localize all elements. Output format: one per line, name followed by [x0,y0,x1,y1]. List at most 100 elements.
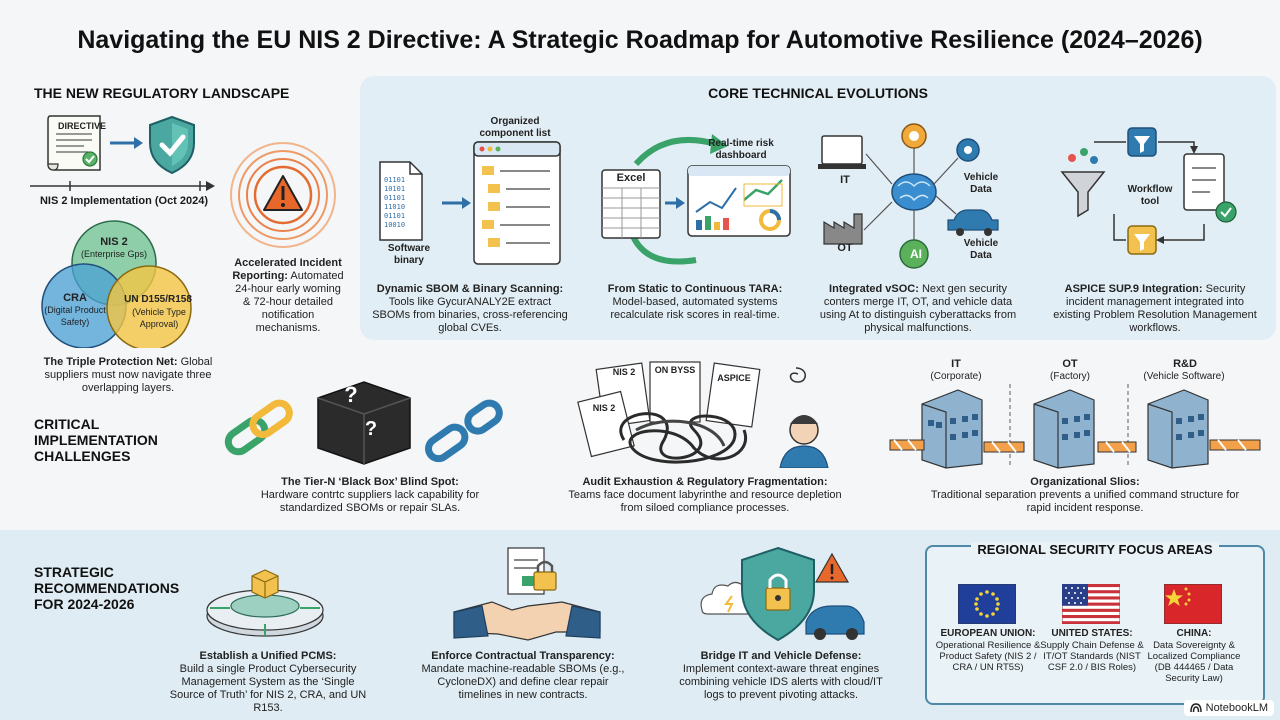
black-box-question-2: ? [364,418,378,440]
pcms-text: Build a single Product Cybersecurity Man… [169,663,367,714]
venn-cra-title: CRA [63,292,87,304]
audit-doc-nis2-a: NIS 2 [612,367,636,377]
silos-title: Organizational Slios: [1030,476,1140,488]
aspice-text: Security incident management integrated … [1053,283,1257,334]
audit-documents-tangle-icon [577,361,829,468]
vsoc-vehicle-data-label-2: Vehicle Data [963,238,999,261]
silo-ot-title: OT [1062,358,1078,370]
incident-reporting-title: Accelerated Incident Reporting: [232,257,342,282]
contract-title: Enforce Contractual Transparency: [431,650,615,662]
shield-check-icon [149,115,195,175]
svg-text:10101: 10101 [384,185,405,193]
svg-text:10010: 10010 [384,221,405,229]
recommendations-heading-line-3: FOR 2024-2026 [34,596,135,612]
vsoc-caption: Integrated vSOC: Next gen security conte… [816,283,1020,335]
recommendations-heading-line-1: STRATEGIC [34,564,114,580]
alert-rings-icon [230,142,336,248]
bridge-title: Bridge IT and Vehicle Defense: [700,650,862,662]
handshake-contract-icon [453,547,601,641]
svg-text:01101: 01101 [384,176,405,184]
eu-text: Operational Resilience & Product Safety … [935,640,1041,673]
recommendations-heading: STRATEGIC RECOMMENDATIONS FOR 2024-2026 [34,564,179,612]
tara-text: Model-based, automated systems recalcula… [610,296,780,321]
svg-text:01101: 01101 [384,194,405,202]
silo-ot-sub: (Factory) [1050,371,1090,382]
aspice-workflow-icon [1060,127,1237,255]
eu-flag-icon [958,584,1016,624]
black-box-chain-icon [224,381,503,465]
regional-heading-text: REGIONAL SECURITY FOCUS AREAS [971,542,1219,557]
audit-doc-nis2-b: NIS 2 [592,403,616,413]
vsoc-ai-label: AI [910,247,922,261]
challenges-heading-line-1: CRITICAL [34,416,100,432]
arrow-right-icon [442,197,471,209]
component-list-window-icon [473,141,561,265]
bridge-caption: Bridge IT and Vehicle Defense: Implement… [668,650,894,702]
silo-rd-sub: (Vehicle Software) [1143,371,1225,382]
eu-title: EUROPEAN UNION: [940,628,1036,639]
black-box-question-1: ? [344,382,358,407]
excel-label: Excel [616,172,646,184]
venn-nis2-title: NIS 2 [100,236,128,248]
notebooklm-logo-icon [1189,703,1202,713]
pcms-title: Establish a Unified PCMS: [199,650,337,662]
silo-it-title: IT [951,358,961,370]
bridge-text: Implement context-aware threat engines c… [679,663,883,701]
sbom-caption: Dynamic SBOM & Binary Scanning: Tools li… [372,283,568,335]
pcms-caption: Establish a Unified PCMS: Build a single… [168,650,368,715]
binary-file-icon: 01101 10101 01101 11010 01101 10010 [379,161,423,241]
vsoc-title: Integrated vSOC: [829,283,919,295]
risk-dashboard-icon [687,165,791,237]
audit-doc-aspice: ASPICE [717,373,751,383]
challenges-heading-line-3: CHALLENGES [34,448,131,464]
audit-caption: Audit Exhaustion & Regulatory Fragmentat… [560,476,850,515]
venn-un-sub: (Vehicle Type Approval) [132,307,186,329]
aspice-caption: ASPICE SUP.9 Integration: Security incid… [1050,283,1260,335]
contract-caption: Enforce Contractual Transparency: Mandat… [416,650,630,702]
incident-reporting-text: Automated 24-hour early woming & 72-hour… [235,270,344,334]
black-box-title: The Tier-N ‘Black Box’ Blind Spot: [281,476,459,488]
excel-sheet-icon [601,169,661,239]
vsoc-it-label: IT [840,174,850,186]
silo-it-sub: (Corporate) [930,371,982,382]
challenges-heading: CRITICAL IMPLEMENTATION CHALLENGES [34,416,158,464]
risk-dashboard-label: Real-time risk dashboard [708,138,774,161]
incident-reporting-caption: Accelerated Incident Reporting: Automate… [230,257,346,335]
notebooklm-badge[interactable]: NotebookLM [1183,700,1274,716]
silos-text: Traditional separation prevents a unifie… [930,489,1240,514]
regional-heading: REGIONAL SECURITY FOCUS AREAS [925,542,1265,558]
audit-title: Audit Exhaustion & Regulatory Fragmentat… [582,476,828,488]
sbom-title: Dynamic SBOM & Binary Scanning: [376,283,564,295]
triple-protection-caption: The Triple Protection Net: Global suppli… [30,356,226,395]
aspice-title: ASPICE SUP.9 Integration: [1064,283,1203,295]
arrow-right-icon [110,137,143,149]
tara-caption: From Static to Continuous TARA: Model-ba… [598,283,792,322]
vsoc-network-icon [818,123,999,269]
audit-text: Teams face document labyrinthe and resou… [568,489,842,514]
workflow-tool-label: Workflow tool [1127,184,1173,207]
core-heading: CORE TECHNICAL EVOLUTIONS [708,85,928,101]
challenges-heading-line-2: IMPLEMENTATION [34,432,158,448]
vsoc-text: Next gen security conters merge IT, OT, … [819,283,1017,334]
vsoc-vehicle-data-label-1: Vehicle Data [963,172,999,195]
vsoc-ot-label: OT [837,242,853,254]
recommendations-heading-line-2: RECOMMENDATIONS [34,580,180,596]
svg-text:01101: 01101 [384,212,405,220]
venn-nis2-sub: (Enterprise Gps) [80,249,148,259]
us-title: UNITED STATES: [1051,628,1133,639]
software-binary-label: Software binary [387,243,431,266]
us-text: Supply Chain Defense & IT/OT Standards (… [1040,640,1144,673]
regional-focus-box [925,545,1265,705]
organizational-silos-icon [889,384,1261,469]
regulatory-heading: THE NEW REGULATORY LANDSCAPE [34,85,290,101]
silos-caption: Organizational Slios: Traditional separa… [930,476,1240,515]
notebooklm-label: NotebookLM [1205,702,1268,714]
component-list-label: Organized component list [479,116,551,139]
sbom-text: Tools like GycurANALY2E extract SBOMs fr… [372,296,568,334]
us-flag-icon [1062,584,1120,624]
venn-diagram [41,220,192,348]
triple-protection-title: The Triple Protection Net: [43,356,178,368]
contract-text: Mandate machine-readable SBOMs (e.g., Cy… [421,663,625,701]
audit-doc-onbyss: ON BYSS [654,365,696,375]
tara-title: From Static to Continuous TARA: [607,283,783,295]
